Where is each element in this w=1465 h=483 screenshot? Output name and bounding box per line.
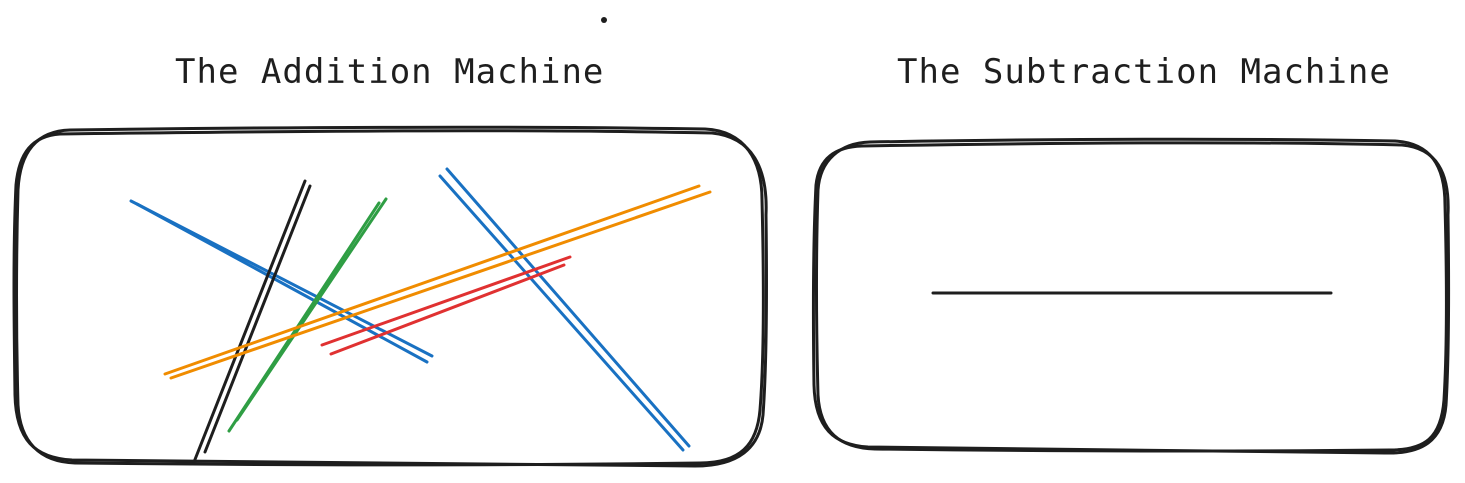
orange-line [163, 184, 712, 380]
stray-dot [601, 17, 607, 23]
black-line [192, 179, 312, 464]
subtraction-machine-title: The Subtraction Machine [897, 52, 1391, 92]
blue-line-right [438, 167, 691, 452]
subtraction-machine-box [811, 137, 1451, 455]
addition-machine-box [12, 125, 769, 468]
addition-machine-title: The Addition Machine [175, 52, 605, 92]
green-line [227, 197, 388, 433]
blue-line-left [129, 199, 434, 364]
red-line [320, 255, 572, 356]
